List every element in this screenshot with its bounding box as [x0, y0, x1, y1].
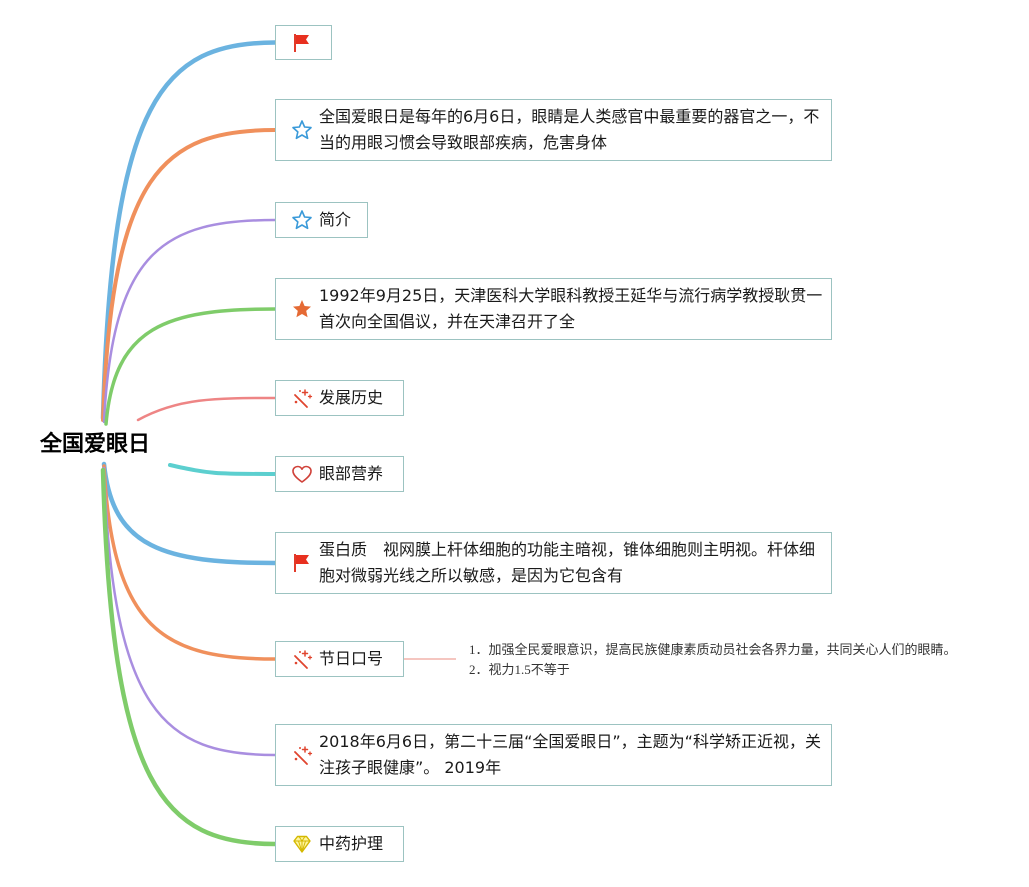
star-icon — [293, 300, 311, 318]
branch-line — [102, 466, 277, 757]
topic-text: 中药护理 — [319, 834, 384, 853]
topic-text: 1992年9月25日，天津医科大学眼科教授王延华与流行病学教授耿贯一首次向全国倡… — [319, 286, 823, 331]
branch-line — [101, 461, 278, 566]
red-flag-icon — [294, 33, 309, 52]
branch-line — [168, 463, 277, 476]
topic-text: 节日口号 — [319, 649, 384, 668]
sparkles-icon — [294, 746, 313, 765]
heart-outline-icon — [292, 465, 312, 483]
topic-definition[interactable]: 全国爱眼日是每年的6月6日，眼睛是人类感官中最重要的器官之一，不当的用眼习惯会导… — [275, 99, 832, 161]
topic-origin[interactable]: 1992年9月25日，天津医科大学眼科教授王延华与流行病学教授耿贯一首次向全国倡… — [275, 278, 832, 340]
slogan-note: 1．加强全民爱眼意识，提高民族健康素质动员社会各界力量，共同关心人们的眼睛。 2… — [469, 642, 957, 677]
branch-line — [100, 40, 278, 421]
branch-line — [101, 128, 277, 422]
topic-herbal-care[interactable]: 中药护理 — [275, 826, 404, 862]
topic-text: 简介 — [319, 210, 352, 229]
topic-2018-theme[interactable]: 2018年6月6日，第二十三届“全国爱眼日”，主题为“科学矫正近视，关注孩子眼健… — [275, 724, 832, 786]
branch-line — [102, 218, 277, 424]
topic-text: 发展历史 — [319, 388, 384, 407]
root-topic[interactable]: 全国爱眼日 — [40, 432, 151, 457]
topic-text: 全国爱眼日是每年的6月6日，眼睛是人类感官中最重要的器官之一，不当的用眼习惯会导… — [319, 107, 820, 152]
topic-history[interactable]: 发展历史 — [275, 380, 404, 416]
branch-line — [100, 467, 278, 847]
branch-line — [102, 464, 277, 661]
star-outline-icon — [292, 210, 312, 230]
topic-flag-node[interactable] — [275, 25, 332, 60]
topic-eye-nutrition[interactable]: 眼部营养 — [275, 456, 404, 492]
star-outline-icon — [292, 120, 312, 140]
branch-line — [136, 396, 277, 422]
topic-text: 蛋白质 视网膜上杆体细胞的功能主暗视，锥体细胞则主明视。杆体细胞对微弱光线之所以… — [319, 540, 816, 585]
sparkles-icon — [294, 389, 313, 408]
topic-text: 2018年6月6日，第二十三届“全国爱眼日”，主题为“科学矫正近视，关注孩子眼健… — [319, 732, 821, 777]
topic-text: 眼部营养 — [319, 464, 384, 483]
gem-icon — [293, 835, 311, 853]
branch-line — [104, 307, 277, 426]
topic-protein[interactable]: 蛋白质 视网膜上杆体细胞的功能主暗视，锥体细胞则主明视。杆体细胞对微弱光线之所以… — [275, 532, 832, 594]
red-flag-icon — [294, 554, 309, 572]
topic-intro[interactable]: 简介 — [275, 202, 368, 238]
topic-slogan[interactable]: 节日口号 — [275, 641, 404, 677]
sparkles-icon — [294, 650, 313, 669]
